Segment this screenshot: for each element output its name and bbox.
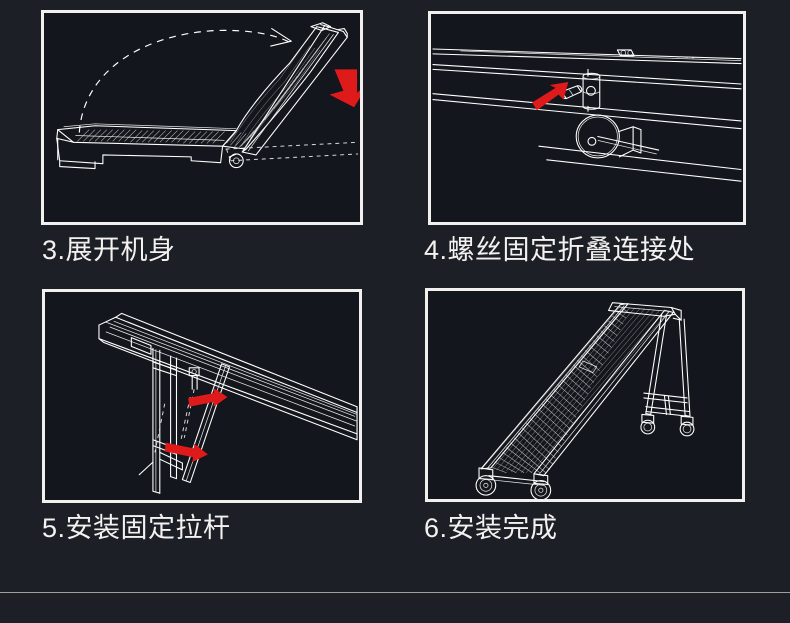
caption-step-4: 4.螺丝固定折叠连接处 bbox=[424, 235, 696, 265]
panel-step-6 bbox=[425, 288, 745, 502]
panel-step-5 bbox=[42, 289, 362, 503]
red-arrow-icon bbox=[164, 442, 208, 463]
caption-step-5: 5.安装固定拉杆 bbox=[42, 513, 231, 543]
step-5-illustration bbox=[98, 312, 358, 494]
caster-wheel bbox=[475, 467, 497, 496]
panel-step-3-frame bbox=[41, 10, 363, 225]
panel-step-4 bbox=[428, 11, 746, 225]
step-6-illustration bbox=[475, 302, 695, 499]
panel-step-6-frame bbox=[425, 288, 745, 502]
caster-wheel bbox=[679, 415, 695, 437]
red-arrow-icon bbox=[188, 388, 228, 407]
panel-step-4-frame bbox=[428, 11, 746, 225]
step-4-illustration bbox=[432, 48, 742, 182]
caster-wheel bbox=[640, 413, 656, 435]
section-divider bbox=[0, 592, 790, 593]
caption-step-3: 3.展开机身 bbox=[42, 235, 176, 265]
red-arrow-icon bbox=[329, 69, 360, 108]
red-arrow-icon bbox=[532, 82, 569, 111]
panel-step-3 bbox=[41, 10, 363, 225]
panel-step-5-frame bbox=[42, 289, 362, 503]
caster-wheel bbox=[530, 473, 552, 499]
caption-step-6: 6.安装完成 bbox=[424, 513, 558, 543]
step-3-illustration bbox=[56, 22, 360, 170]
